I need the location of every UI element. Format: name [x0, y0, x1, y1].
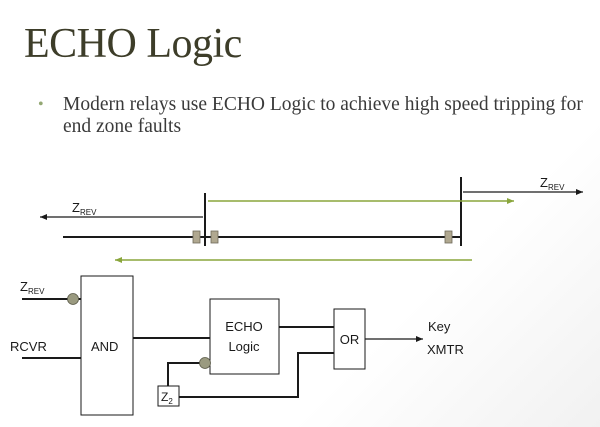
echo-logic-block: [209, 298, 280, 375]
zrev-invert-bubble: [67, 293, 79, 305]
breaker-left-1: [192, 230, 201, 244]
key-label: Key: [428, 319, 451, 334]
zrev-left-label: ZREV: [72, 200, 97, 217]
echo-label-line1: ECHO: [225, 319, 263, 334]
bullet-dot-icon: •: [38, 96, 44, 113]
z2-timer-label: Z2: [161, 390, 173, 406]
zrev-right-label: ZREV: [540, 175, 565, 192]
breaker-left-2: [210, 230, 219, 244]
echo-label-line2: Logic: [228, 339, 260, 354]
echo-invert-bubble: [199, 357, 211, 369]
or-gate: [333, 308, 366, 370]
slide-title: ECHO Logic: [24, 21, 242, 67]
zrev-input-label: ZREV: [20, 279, 45, 296]
z2-to-or-line: [179, 352, 334, 398]
bullet-point: • Modern relays use ECHO Logic to achiev…: [38, 94, 590, 138]
and-gate-label: AND: [91, 339, 118, 354]
and-gate: [80, 275, 134, 416]
or-gate-label: OR: [340, 332, 360, 347]
z2-to-echo-line: [167, 362, 210, 386]
breaker-right: [444, 230, 453, 244]
xmtr-label: XMTR: [427, 342, 464, 357]
rcvr-label: RCVR: [10, 339, 47, 354]
bullet-text: Modern relays use ECHO Logic to achieve …: [63, 94, 583, 137]
